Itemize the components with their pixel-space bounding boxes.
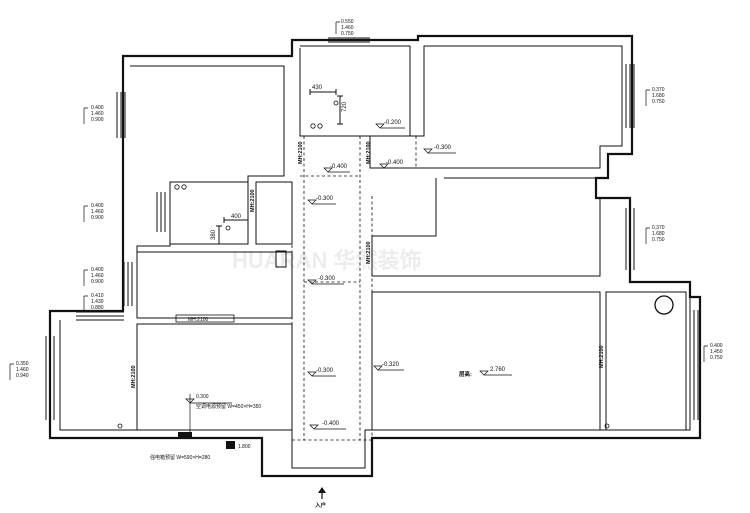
height-top-bath-3: 0.750 — [341, 31, 354, 37]
height-left-mid-2: 1.460 — [91, 273, 104, 279]
door-label-2: MH:2100 — [366, 141, 372, 164]
outer-walls — [48, 34, 702, 478]
corridor-dashes — [291, 136, 436, 441]
entrance-arrow-icon — [318, 487, 326, 499]
height-callouts — [9, 21, 708, 380]
door-label-7: MH:2100 — [599, 345, 605, 368]
level-2: -0.300 — [434, 145, 452, 151]
height-left-lower-3: 0.880 — [91, 305, 104, 311]
level-4: -0.400 — [386, 160, 404, 166]
height-top-bath-2: 1.460 — [341, 25, 354, 31]
door-label-1: MH:2100 — [298, 141, 304, 164]
level-3: -0.400 — [330, 164, 348, 170]
level-6: -0.300 — [318, 276, 336, 282]
electric-note-lower: 强电箱预留 W=590×H=280 — [150, 454, 210, 461]
height-right-mid-2: 1.680 — [652, 231, 665, 237]
height-far-left-1: 0.350 — [16, 361, 29, 367]
level-5: -0.300 — [316, 196, 334, 202]
door-label-3: MH:2100 — [250, 189, 256, 212]
height-left-bedroom-1: 0.400 — [91, 105, 104, 111]
height-left-mid-3: 0.900 — [91, 279, 104, 285]
height-top-bath-1: 0.550 — [341, 19, 354, 25]
height-right-mid-3: 0.750 — [652, 237, 665, 243]
height-left-small-1: 0.400 — [91, 203, 104, 209]
floor-height-label: 层高: — [459, 370, 472, 378]
dim-kitchen-a: 400 — [231, 214, 242, 220]
level-8: -0.320 — [382, 362, 400, 368]
height-left-lower-2: 1.430 — [91, 299, 104, 305]
height-left-small-2: 1.460 — [91, 209, 104, 215]
height-right-top-1: 0.370 — [652, 87, 665, 93]
level-9: -0.400 — [322, 421, 340, 427]
level-1: -0.200 — [384, 120, 402, 126]
dim-kitchen-b: 380 — [211, 229, 217, 240]
level-7: -0.300 — [316, 368, 334, 374]
height-far-left-2: 1.460 — [16, 367, 29, 373]
door-label-5: MH:2100 — [188, 317, 209, 323]
floor-height-value: 2.760 — [490, 367, 506, 373]
height-left-bedroom-2: 1.460 — [91, 111, 104, 117]
height-left-lower-1: 0.410 — [91, 293, 104, 299]
height-right-bottom-3: 0.750 — [710, 355, 723, 361]
height-far-left-3: 0.940 — [16, 373, 29, 379]
dim-bath-width: 430 — [312, 85, 323, 91]
dim-bath-depth: 720 — [342, 101, 348, 112]
door-label-6: MH:2100 — [131, 365, 137, 388]
height-right-top-2: 1.680 — [652, 93, 665, 99]
height-left-mid-1: 0.400 — [91, 267, 104, 273]
height-right-bottom-2: 1.450 — [710, 349, 723, 355]
entrance-label: 入户 — [314, 501, 326, 509]
level-markers — [185, 123, 512, 437]
ac-note-upper: 空调电源预留 W=450×H=350 — [196, 403, 261, 410]
height-left-small-3: 0.900 — [91, 215, 104, 221]
height-right-top-3: 0.750 — [652, 99, 665, 105]
height-right-mid-1: 0.370 — [652, 225, 665, 231]
fixtures — [117, 100, 674, 449]
windows — [45, 37, 699, 420]
height-right-bottom-1: 0.400 — [710, 343, 723, 349]
water-heater-icon — [654, 295, 674, 315]
height-left-bedroom-3: 0.900 — [91, 117, 104, 123]
ac-note-level: 0.300 — [196, 394, 209, 400]
electric-note-level: 1.800 — [238, 444, 251, 450]
dimension-lines — [216, 89, 343, 245]
door-label-4: MH:2100 — [366, 241, 372, 264]
